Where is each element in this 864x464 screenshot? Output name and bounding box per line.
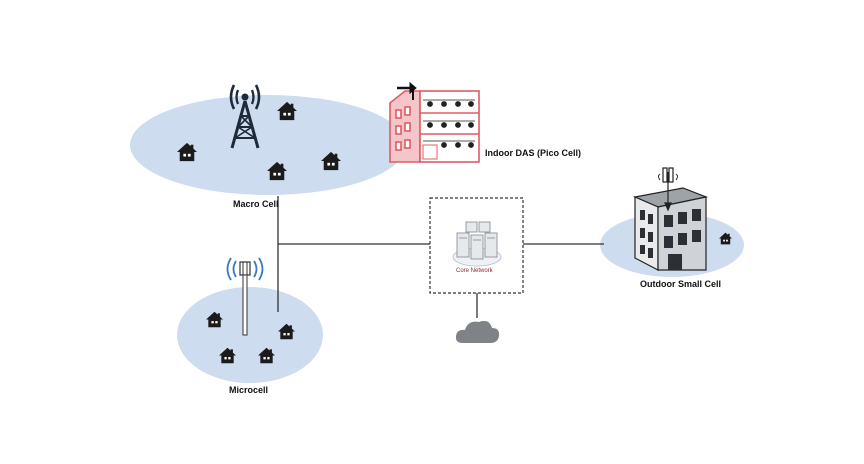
core-network-label: Core Network xyxy=(456,268,493,274)
microcell-pole xyxy=(239,261,251,336)
cell-tower-icon xyxy=(229,84,261,149)
microcell-label: Microcell xyxy=(229,385,269,395)
macro-cell-coverage xyxy=(130,95,406,195)
indoor-antennas xyxy=(423,99,475,148)
building-icon xyxy=(389,90,480,163)
building-icon xyxy=(632,187,709,271)
antenna-icon xyxy=(658,167,678,212)
macro-cell-label: Macro Cell xyxy=(233,199,279,209)
outdoor-small-cell-label: Outdoor Small Cell xyxy=(640,279,722,289)
indoor-das-label: Indoor DAS (Pico Cell) xyxy=(485,148,582,158)
network-links xyxy=(277,196,604,318)
cloud-icon xyxy=(455,320,500,343)
server-icon xyxy=(456,221,498,260)
microcell-coverage xyxy=(177,287,323,383)
antenna-icon xyxy=(397,81,417,100)
antenna-icon xyxy=(226,257,264,281)
